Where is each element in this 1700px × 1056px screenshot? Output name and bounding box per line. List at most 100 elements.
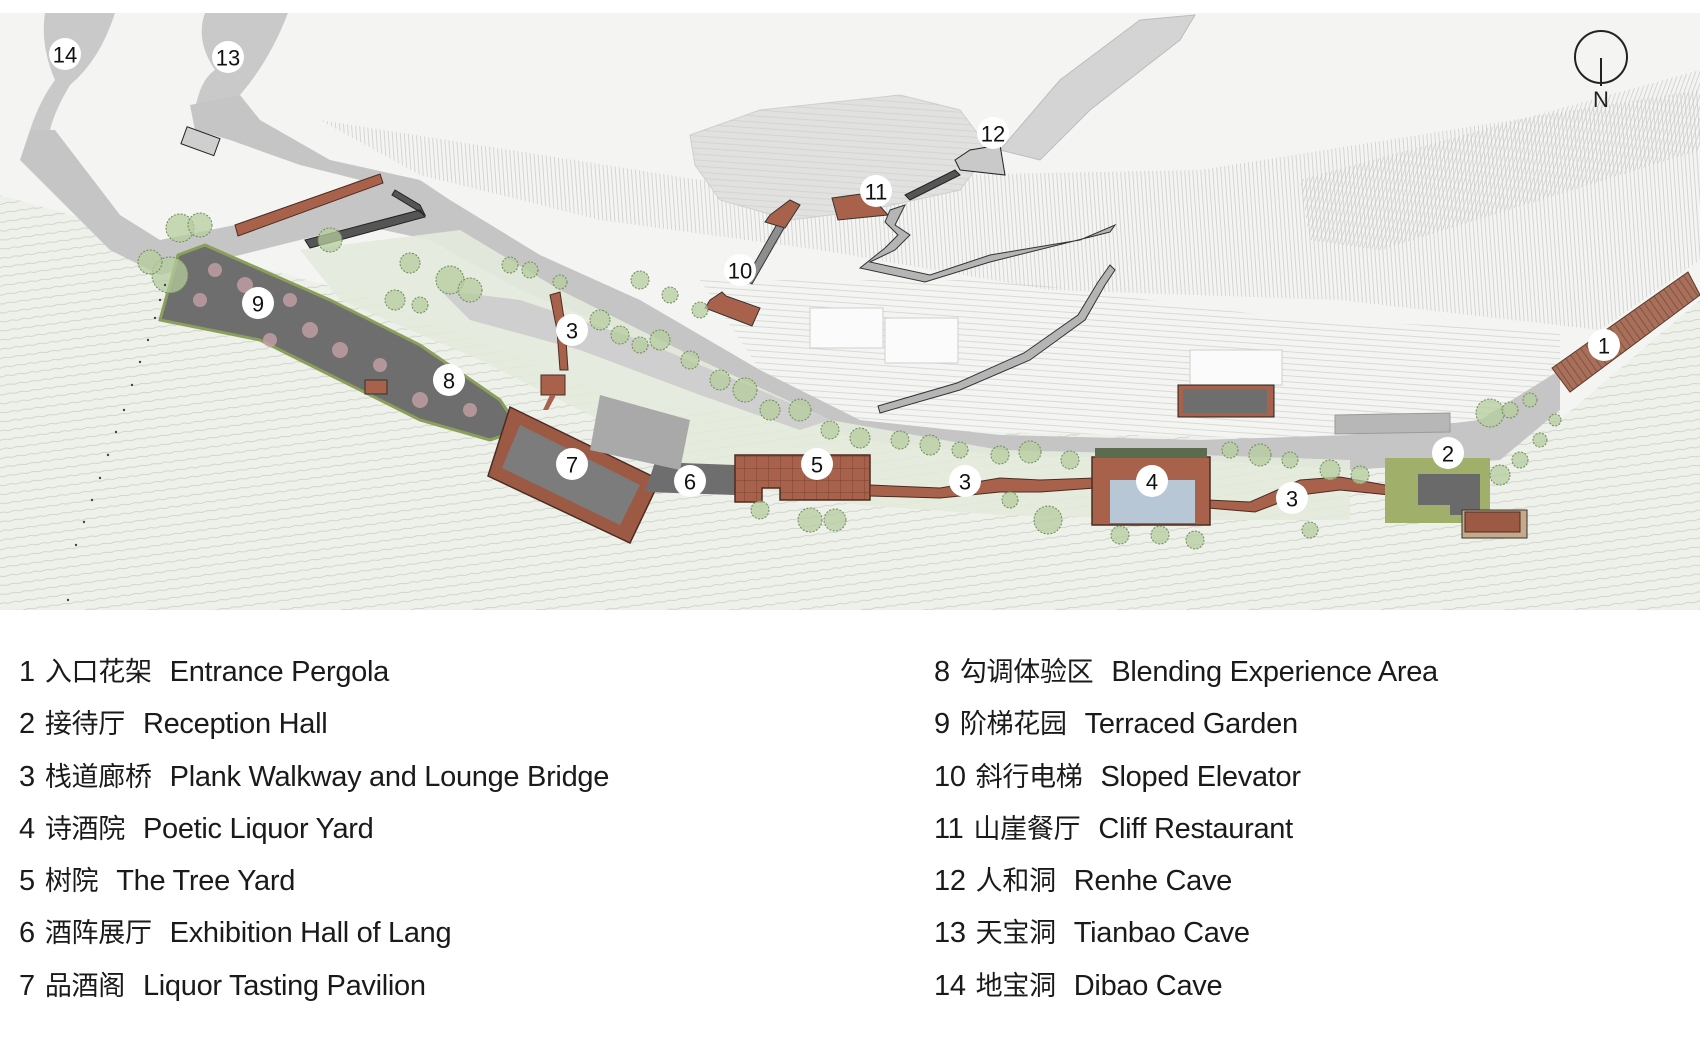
map-label-circle [860, 175, 892, 207]
rock-ridge [999, 14, 1196, 161]
legend-number: 6 [19, 917, 35, 950]
map-label-number: 4 [1146, 470, 1158, 495]
map-label-circle [949, 465, 981, 497]
north-arrow-label: N [1593, 87, 1609, 112]
legend-chinese-name: 斜行电梯 [975, 761, 1083, 793]
renhe-cave-entrance [954, 144, 1006, 176]
map-label-number: 3 [1286, 487, 1298, 512]
legend-chinese-name: 栈道廊桥 [44, 761, 152, 793]
legend-english-name: Reception Hall [142, 708, 328, 741]
cave-13-structure [180, 126, 221, 157]
exhibition-hall-block [590, 395, 690, 470]
map-label-circle [49, 38, 81, 70]
map-label-number: 8 [443, 369, 455, 394]
legend-item: 11 山崖餐厅 Cliff Restaurant [934, 803, 1438, 855]
map-label-1: 1 [1588, 329, 1620, 361]
elevator-upper-station [764, 199, 801, 229]
legend-chinese-name: 地宝洞 [975, 970, 1056, 1002]
legend-number: 10 [934, 760, 966, 793]
upper-pergola [234, 173, 384, 237]
map-label-10: 10 [724, 254, 756, 286]
map-label-6: 6 [674, 465, 706, 497]
dark-roof-building-inner [1183, 389, 1267, 413]
legend-english-name: Tianbao Cave [1073, 917, 1250, 950]
legend-number: 4 [19, 812, 35, 845]
cliff-stair-path [858, 204, 1117, 283]
map-label-12: 12 [977, 117, 1009, 149]
entrance-pergola [1551, 271, 1700, 393]
cliff-mound-contours [690, 95, 990, 220]
map-label-circle [556, 448, 588, 480]
legend-item: 5 树院 The Tree Yard [19, 855, 609, 907]
legend-chinese-name: 入口花架 [44, 657, 152, 688]
map-label-circle [1276, 482, 1308, 514]
road-to-13 [190, 95, 420, 180]
legend-number: 7 [19, 969, 35, 1002]
map-label-3a: 3 [556, 314, 588, 346]
map-label-number: 14 [53, 43, 77, 68]
garden-strip [300, 230, 1350, 520]
legend-number: 1 [19, 656, 35, 688]
map-label-circle [556, 314, 588, 346]
legend-chinese-name: 接待厅 [44, 709, 125, 741]
legend-item: 14 地宝洞 Dibao Cave [934, 960, 1438, 1012]
map-label-circle [1432, 437, 1464, 469]
legend-english-name: Blending Experience Area [1111, 656, 1438, 688]
map-label-number: 10 [728, 259, 752, 284]
legend-number: 13 [934, 917, 966, 950]
walkway-3-link [543, 395, 556, 410]
legend-number: 5 [19, 865, 35, 898]
map-label-3c: 3 [1276, 482, 1308, 514]
legend-item: 12 人和洞 Renhe Cave [934, 855, 1438, 907]
legend-chinese-name: 诗酒院 [44, 813, 125, 845]
upper-terraces-right [1300, 70, 1700, 250]
parking-area [1334, 412, 1451, 435]
legend-chinese-name: 阶梯花园 [959, 709, 1067, 741]
map-label-number: 12 [981, 122, 1005, 147]
legend-chinese-name: 酒阵展厅 [44, 918, 152, 950]
map-label-number: 3 [566, 319, 578, 344]
white-buildings [809, 307, 1283, 386]
map-label-number: 9 [252, 292, 264, 317]
trees [137, 212, 1562, 550]
terraced-garden-planters [193, 263, 477, 417]
lounge-bridge-3-upper [540, 374, 566, 396]
legend-chinese-name: 山崖餐厅 [973, 813, 1081, 845]
map-label-5: 5 [801, 448, 833, 480]
legend-chinese-name: 人和洞 [975, 866, 1056, 898]
tree-yard [734, 454, 871, 503]
legend-chinese-name: 树院 [44, 866, 99, 898]
legend-english-name: Renhe Cave [1073, 865, 1233, 898]
legend-number: 9 [934, 708, 950, 741]
map-label-14: 14 [49, 38, 81, 70]
map-label-7: 7 [556, 448, 588, 480]
map-label-11: 11 [860, 175, 892, 207]
map-label-circle [433, 364, 465, 396]
map-label-circle [674, 465, 706, 497]
legend-number: 12 [934, 865, 966, 898]
map-label-4: 4 [1136, 465, 1168, 497]
legend-number: 14 [934, 969, 966, 1002]
long-stair-path [877, 264, 1116, 414]
legend-number: 11 [934, 812, 964, 845]
map-label-number: 7 [566, 453, 578, 478]
legend-chinese-name: 勾调体验区 [959, 657, 1094, 688]
map-label-2: 2 [1432, 437, 1464, 469]
legend-english-name: Cliff Restaurant [1098, 812, 1293, 845]
legend-english-name: Dibao Cave [1073, 969, 1223, 1002]
legend-english-name: The Tree Yard [116, 865, 296, 898]
dibao-cave-path [30, 13, 115, 130]
map-label-9: 9 [242, 287, 274, 319]
map-label-circle [1136, 465, 1168, 497]
map-label-circle [242, 287, 274, 319]
